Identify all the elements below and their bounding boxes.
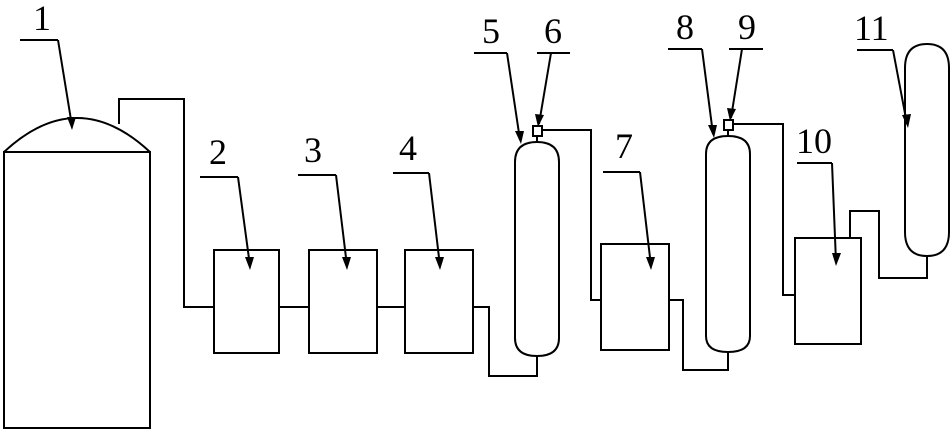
arrow-3-icon [342, 257, 351, 270]
unit-10-box [794, 237, 862, 345]
unit-11-column [904, 42, 950, 258]
number-labels: 1 2 3 4 5 6 7 8 9 10 11 [33, 0, 889, 172]
tank-body [3, 151, 151, 429]
label-3: 3 [304, 130, 322, 170]
piping [118, 98, 928, 377]
arrow-8-icon [708, 125, 717, 138]
arrow-11-icon [902, 114, 911, 128]
unit-1-storage-tank [3, 117, 151, 429]
label-1: 1 [33, 0, 51, 38]
unit-3-box [308, 249, 378, 354]
label-4: 4 [399, 128, 417, 168]
unit-7-box [600, 243, 670, 351]
arrow-4-icon [435, 257, 444, 270]
arrow-9-icon [727, 108, 736, 121]
arrow-5-icon [515, 131, 524, 144]
arrow-2-icon [245, 257, 254, 270]
arrow-1-icon [67, 117, 76, 130]
label-10: 10 [796, 121, 832, 161]
label-6: 6 [544, 11, 562, 51]
unit-5-vessel [514, 140, 560, 358]
label-2: 2 [209, 132, 227, 172]
unit-8-vessel [705, 134, 751, 354]
label-5: 5 [482, 11, 500, 51]
arrowheads [67, 108, 911, 270]
leader-lines [20, 39, 908, 267]
arrow-10-icon [832, 253, 841, 266]
label-8: 8 [676, 7, 694, 47]
label-11: 11 [854, 8, 889, 48]
tank-dome [3, 117, 151, 153]
arrow-6-icon [535, 114, 544, 127]
arrow-7-icon [646, 257, 655, 270]
unit-9-valve [723, 119, 734, 131]
unit-2-box [213, 249, 280, 354]
unit-6-valve [532, 125, 543, 137]
label-9: 9 [738, 7, 756, 47]
label-7: 7 [615, 126, 633, 166]
